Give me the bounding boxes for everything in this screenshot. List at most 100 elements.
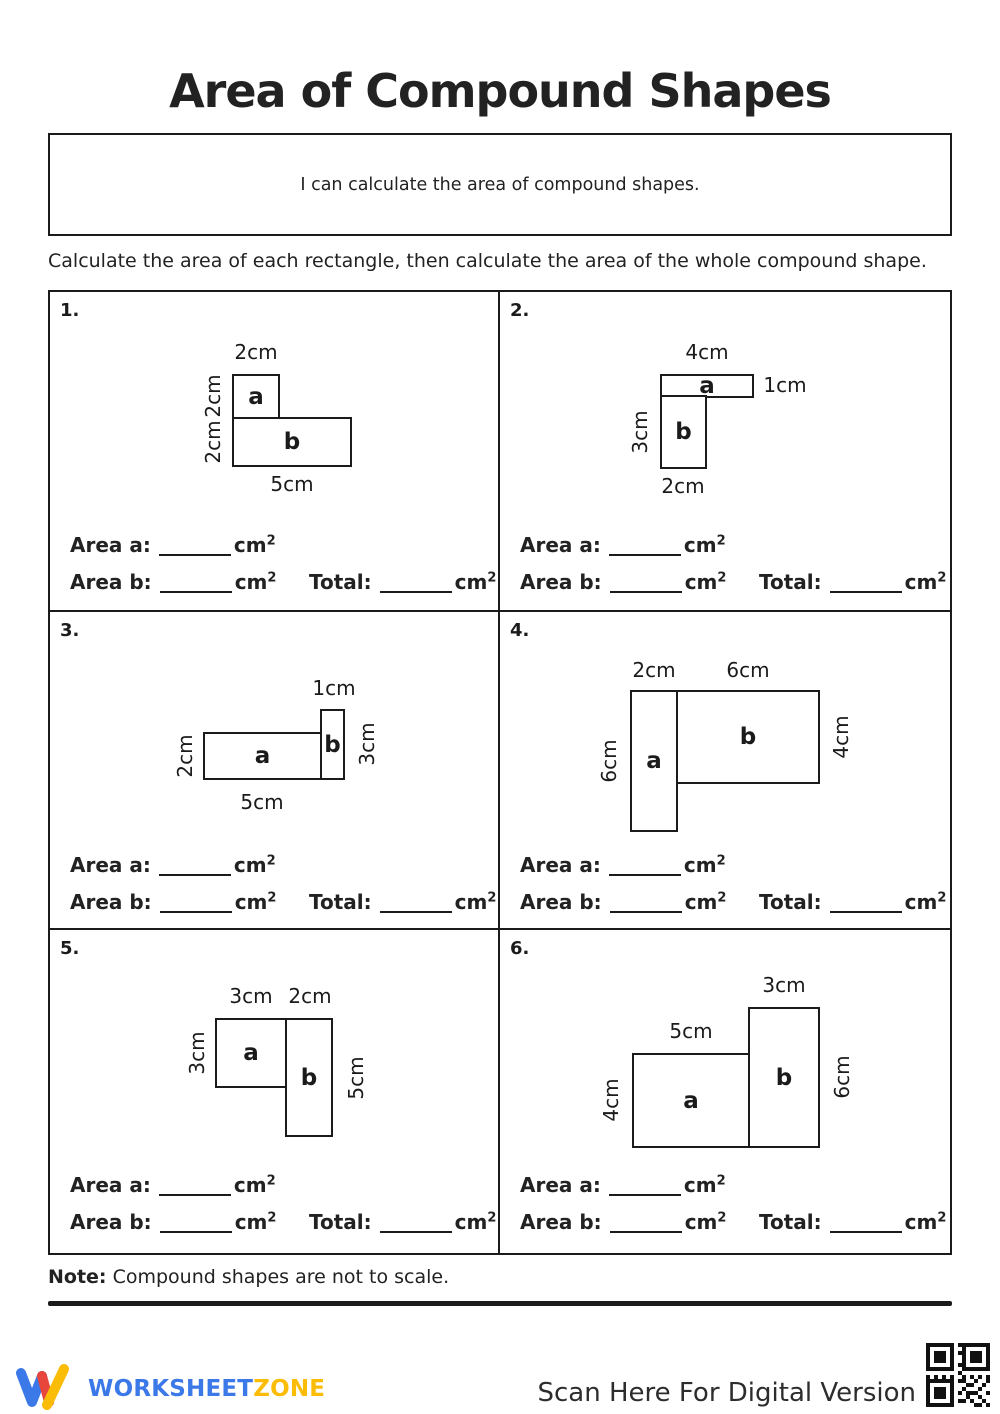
- scan-here-text: Scan Here For Digital Version: [537, 1378, 917, 1408]
- rect-b: b: [285, 1018, 333, 1137]
- area-a-label: Area a:: [520, 1173, 601, 1197]
- area-b-label: Area b:: [520, 1210, 602, 1234]
- area-a-label: Area a:: [70, 1173, 151, 1197]
- page-title: Area of Compound Shapes: [169, 64, 832, 118]
- rect-a-label: a: [254, 743, 271, 769]
- problem-number: 5.: [60, 938, 80, 959]
- problem-cell-6: 6. a b 3cm 5cm 4cm 6cm Area a:cm2 Area b…: [500, 930, 950, 1253]
- rect-b: b: [320, 709, 345, 780]
- total-row: Total:cm2: [309, 1210, 496, 1234]
- dim-label: 1cm: [763, 373, 807, 397]
- area-b-row: Area b: cm2: [70, 1210, 276, 1234]
- dim-label: 2cm: [288, 984, 332, 1008]
- problem-number: 6.: [510, 938, 530, 959]
- area-a-row: Area a:cm2: [520, 1173, 726, 1197]
- total-label: Total:: [309, 1210, 372, 1234]
- brand-worksheet: WORKSHEET: [88, 1376, 254, 1402]
- total-row: Total:cm2: [759, 1210, 946, 1234]
- rect-b-label: b: [775, 1064, 793, 1091]
- answer-blank: [609, 573, 682, 593]
- problems-grid: 1. a b 2cm 2cm 2cm 5cm Area a:cm2 Area b…: [48, 290, 952, 1255]
- note-label: Note:: [48, 1266, 107, 1288]
- area-b-row: Area b:cm2: [520, 890, 726, 914]
- answer-blank: [159, 893, 232, 913]
- unit-label: cm2: [683, 533, 726, 557]
- unit-label: cm2: [234, 570, 277, 594]
- area-b-label: Area b:: [70, 890, 152, 914]
- rect-b-label: b: [739, 724, 757, 750]
- brand-zone: ZONE: [253, 1376, 326, 1402]
- area-a-row: Area a:cm2: [520, 853, 726, 877]
- rect-b-label: b: [300, 1064, 318, 1091]
- instruction-text: Calculate the area of each rectangle, th…: [48, 250, 927, 272]
- total-label: Total:: [309, 570, 372, 594]
- unit-label: cm2: [233, 853, 276, 877]
- dim-label: 5cm: [344, 1056, 368, 1100]
- rect-b: b: [660, 395, 707, 469]
- rect-b: b: [676, 690, 820, 784]
- area-a-row: Area a: cm2: [70, 853, 276, 877]
- total-row: Total: cm2: [309, 570, 496, 594]
- rect-b-label: b: [324, 731, 341, 758]
- answer-blank: [159, 1213, 232, 1233]
- area-a-row: Area a:cm2: [70, 1173, 276, 1197]
- total-row: Total:cm2: [759, 890, 946, 914]
- qr-code: [926, 1343, 990, 1407]
- area-b-row: Area b: cm2: [520, 1210, 726, 1234]
- total-label: Total:: [759, 570, 822, 594]
- problem-number: 3.: [60, 620, 80, 641]
- worksheetzone-logo-icon: [16, 1364, 69, 1410]
- area-a-label: Area a:: [520, 533, 601, 557]
- answer-blank: [829, 1213, 902, 1233]
- area-a-label: Area a:: [70, 853, 151, 877]
- rect-b: b: [232, 417, 352, 467]
- unit-label: cm2: [234, 890, 277, 914]
- rect-a-label: a: [646, 748, 662, 774]
- answer-blank: [159, 573, 232, 593]
- total-row: Total: cm2: [309, 890, 496, 914]
- unit-label: cm2: [684, 1210, 727, 1234]
- dim-label: 3cm: [628, 410, 652, 454]
- dim-label: 4cm: [599, 1078, 623, 1122]
- objective-box: I can calculate the area of compound sha…: [48, 133, 952, 236]
- area-a-label: Area a:: [70, 533, 151, 557]
- unit-label: cm2: [454, 890, 497, 914]
- dim-label: 2cm: [201, 374, 225, 418]
- total-label: Total:: [309, 890, 372, 914]
- area-b-label: Area b:: [520, 890, 602, 914]
- problem-cell-5: 5. a b 3cm 2cm 3cm 5cm Area a:cm2 Area b…: [50, 930, 500, 1253]
- answer-blank: [609, 893, 682, 913]
- unit-label: cm2: [684, 570, 727, 594]
- answer-blank: [609, 1213, 682, 1233]
- dim-label: 6cm: [830, 1055, 854, 1099]
- answer-blank: [608, 536, 681, 556]
- dim-label: 6cm: [726, 658, 770, 682]
- unit-label: cm2: [454, 570, 497, 594]
- area-a-row: Area a: cm2: [520, 533, 726, 557]
- dim-label: 2cm: [173, 734, 197, 778]
- answer-blank: [379, 893, 452, 913]
- problem-cell-2: 2. a b 4cm 1cm 3cm 2cm Area a:cm2 Area b…: [500, 292, 950, 612]
- answer-blank: [379, 573, 452, 593]
- rect-a-label: a: [699, 373, 715, 399]
- answer-blank: [608, 1176, 681, 1196]
- unit-label: cm2: [234, 1210, 277, 1234]
- answer-blank: [158, 536, 231, 556]
- rect-a: a: [630, 690, 678, 832]
- problem-cell-3: 3. a b 1cm 2cm 5cm 3cm Area a:cm2 Area b…: [50, 612, 500, 930]
- answer-blank: [158, 856, 231, 876]
- rect-a: a: [632, 1053, 750, 1148]
- dim-label: 2cm: [632, 658, 676, 682]
- unit-label: cm2: [904, 570, 947, 594]
- answer-blank: [608, 856, 681, 876]
- area-b-label: Area b:: [70, 570, 152, 594]
- problem-cell-1: 1. a b 2cm 2cm 2cm 5cm Area a:cm2 Area b…: [50, 292, 500, 612]
- answer-blank: [829, 893, 902, 913]
- answer-blank: [158, 1176, 231, 1196]
- problem-cell-4: 4. a b 2cm 6cm 6cm 4cm Area a:cm2 Area b…: [500, 612, 950, 930]
- area-b-label: Area b:: [70, 1210, 152, 1234]
- dim-label: 2cm: [661, 474, 705, 498]
- footer-divider: [48, 1301, 952, 1306]
- rect-a: a: [660, 373, 754, 399]
